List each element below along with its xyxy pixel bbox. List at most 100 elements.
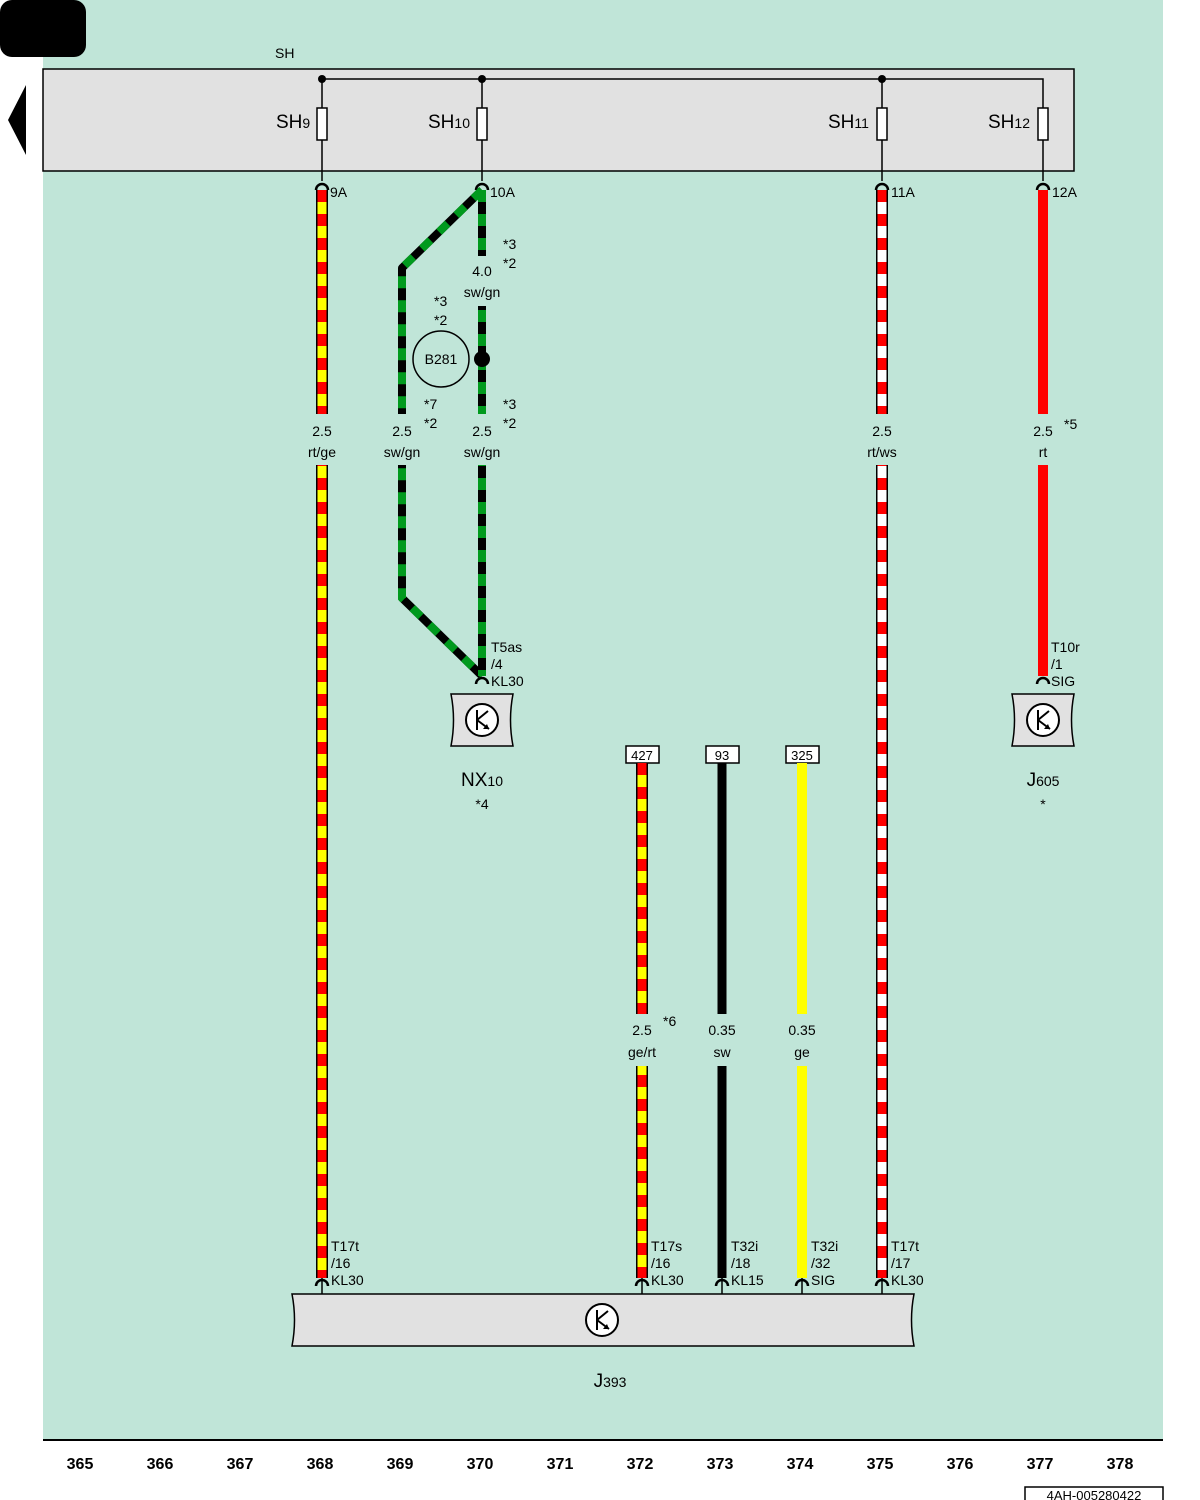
ruler-col-376: 376 — [947, 1456, 974, 1473]
nx10-number: 10 — [487, 773, 503, 789]
component-j393 — [291, 1293, 915, 1347]
ruler-col-378: 378 — [1107, 1456, 1134, 1473]
wire-370-top-size: 4.0 — [472, 263, 492, 279]
wire-370-top-color: sw/gn — [464, 284, 501, 300]
label-gap-373 — [700, 1014, 744, 1066]
bottom-terminal-stubs — [321, 1278, 883, 1294]
terminal-connectors-top — [314, 182, 1051, 191]
connector-terminal-nx10 — [474, 676, 490, 685]
doc-id-box — [1024, 1486, 1164, 1500]
pin-374-2: /32 — [811, 1255, 831, 1271]
wire-373-size: 0.35 — [708, 1022, 735, 1038]
label-gap-369 — [382, 414, 424, 465]
svg-text:J393: J393 — [594, 1371, 627, 1392]
fuse-sh9-label: SH — [276, 112, 302, 133]
fuse-sh11-label: SH — [828, 112, 854, 133]
splice-note-1: *3 — [434, 293, 447, 309]
ruler-col-375: 375 — [867, 1456, 894, 1473]
wire-372-note: *6 — [663, 1013, 676, 1029]
wire-377-size: 2.5 — [1033, 423, 1053, 439]
fuse-sh9: SH9 — [276, 75, 328, 181]
nx10-pin-3: KL30 — [491, 673, 524, 689]
pin-372-3: KL30 — [651, 1272, 684, 1288]
j605-pin-1: T10r — [1051, 639, 1080, 655]
wire-370-top-note-2: *2 — [503, 255, 516, 271]
wire-369-note-2: *2 — [424, 415, 437, 431]
nx10-label: NX — [461, 770, 488, 791]
wire-369-size: 2.5 — [392, 423, 412, 439]
wire-370-note-2: *2 — [503, 415, 516, 431]
j605-note: * — [1040, 796, 1046, 812]
wire-369-note-1: *7 — [424, 396, 437, 412]
wire-373-color: sw — [713, 1044, 731, 1060]
nx10-pin-2: /4 — [491, 656, 503, 672]
fuse-sh11-number: 11 — [854, 115, 869, 131]
svg-text:SH11: SH11 — [828, 112, 869, 133]
nx10-note: *4 — [475, 796, 488, 812]
splice-b281 — [412, 330, 470, 388]
fuse-sh12: SH12 — [988, 107, 1049, 181]
svg-text:NX10: NX10 — [461, 770, 503, 791]
ruler-col-365: 365 — [67, 1456, 94, 1473]
component-j605 — [1011, 693, 1075, 747]
label-gap-368 — [305, 414, 339, 465]
svg-text:SH10: SH10 — [428, 112, 470, 133]
svg-text:J605: J605 — [1027, 770, 1060, 791]
fuse-sh10-number: 10 — [454, 115, 470, 131]
wire-368-color: rt/ge — [308, 444, 336, 460]
terminal-9a: 9A — [330, 184, 348, 200]
pin-374-3: SIG — [811, 1272, 835, 1288]
doc-id: 4AH-005280422 — [1047, 1488, 1142, 1500]
pin-373-1: T32i — [731, 1238, 758, 1254]
pin-372-2: /16 — [651, 1255, 671, 1271]
splice-b281-label: B281 — [425, 351, 458, 367]
pin-375-2: /17 — [891, 1255, 911, 1271]
j605-pin-2: /1 — [1051, 656, 1063, 672]
fuse-sh10-label: SH — [428, 112, 454, 133]
bus-bar — [322, 78, 1044, 108]
label-gap-377 — [1026, 414, 1060, 465]
j605-pin-3: SIG — [1051, 673, 1075, 689]
terminal-12a: 12A — [1052, 184, 1078, 200]
wire-370-top-note-1: *3 — [503, 236, 516, 252]
ruler-col-368: 368 — [307, 1456, 334, 1473]
fuse-holder-box — [42, 68, 1075, 172]
svg-text:SH9: SH9 — [276, 112, 310, 133]
splice-point — [474, 351, 490, 367]
pin-368-2: /16 — [331, 1255, 351, 1271]
label-gap-370-top — [462, 256, 504, 306]
previous-page-arrow[interactable] — [8, 85, 26, 155]
wire-374-size: 0.35 — [788, 1022, 815, 1038]
wire-372-size: 2.5 — [632, 1022, 652, 1038]
ruler-col-373: 373 — [707, 1456, 734, 1473]
ruler-col-367: 367 — [227, 1456, 254, 1473]
wire-372-color: ge/rt — [628, 1044, 656, 1060]
fuse-sh10: SH10 — [428, 75, 488, 181]
wire-375-size: 2.5 — [872, 423, 892, 439]
ruler-col-371: 371 — [547, 1456, 574, 1473]
column-ruler: 365 366 367 368 369 370 371 372 373 374 … — [67, 1456, 1134, 1473]
pin-373-2: /18 — [731, 1255, 751, 1271]
label-gap-375 — [862, 414, 902, 465]
wire-374-color: ge — [794, 1044, 810, 1060]
ruler-col-366: 366 — [147, 1456, 174, 1473]
j605-number: 605 — [1036, 773, 1060, 789]
terminal-10a: 10A — [490, 184, 516, 200]
label-gap-374 — [780, 1014, 824, 1066]
ref-325-label: 325 — [791, 748, 813, 763]
label-gap-370 — [462, 414, 504, 465]
label-gap-372 — [622, 1014, 662, 1066]
ref-427-label: 427 — [631, 748, 653, 763]
pin-375-1: T17t — [891, 1238, 919, 1254]
diagram-background — [43, 0, 1163, 1440]
wire-369-color: sw/gn — [384, 444, 421, 460]
wire-377-note: *5 — [1064, 416, 1077, 432]
ref-box-427: 427 — [625, 745, 660, 764]
ruler-col-372: 372 — [627, 1456, 654, 1473]
page-tab-marker — [0, 0, 86, 57]
j605-label: J — [1027, 770, 1037, 791]
wire-377-color: rt — [1039, 444, 1048, 460]
ruler-col-377: 377 — [1027, 1456, 1054, 1473]
wire-370-note-1: *3 — [503, 396, 516, 412]
